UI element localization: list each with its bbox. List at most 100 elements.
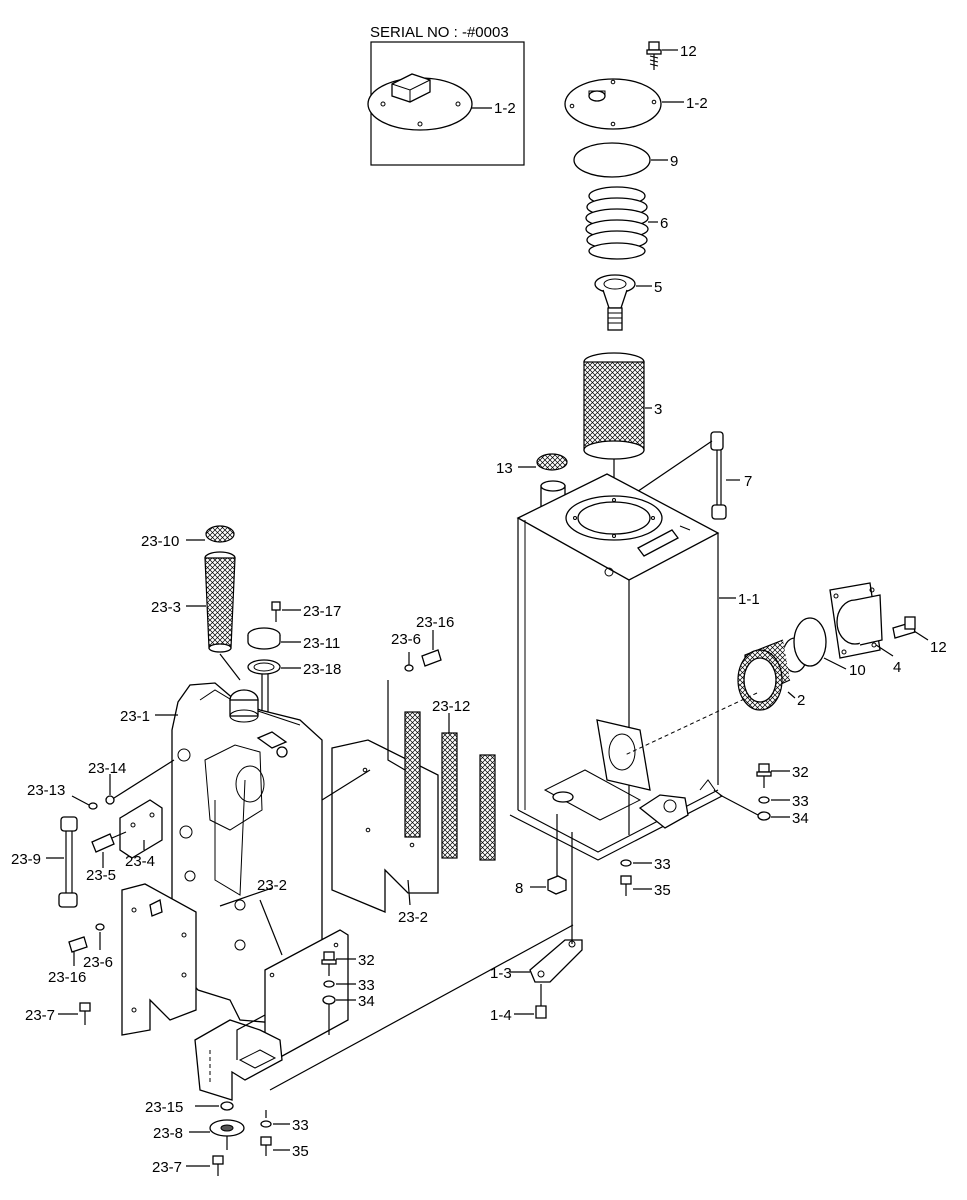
pad-23-12-c [479, 754, 496, 861]
fuel-tank-23-1 [171, 682, 323, 1026]
callout-33-right: 33 [792, 793, 809, 810]
washer-33-left [323, 980, 335, 988]
pad-23-12-b [441, 732, 458, 859]
inset-callout: 1-2 [494, 100, 516, 117]
washer-34-left [322, 995, 336, 1005]
callout-1-1: 1-1 [738, 591, 760, 608]
sender-cap-23-11 [247, 627, 281, 650]
level-gauge-7 [710, 431, 727, 520]
callout-23-9: 23-9 [11, 851, 41, 868]
flange-cover-4 [829, 582, 883, 659]
bolt-32-right [756, 763, 772, 788]
callout-23-15: 23-15 [145, 1099, 183, 1116]
bolt-12-top [646, 41, 662, 70]
bolt-23-16-top [421, 649, 442, 667]
callout-23-11: 23-11 [303, 635, 340, 652]
callout-33-left: 33 [358, 977, 375, 994]
callout-35-bot: 35 [292, 1143, 309, 1160]
level-gauge-23-9 [58, 816, 78, 908]
callout-23-7-top: 23-7 [25, 1007, 55, 1024]
callout-33-mid: 33 [654, 856, 671, 873]
washer-23-13 [88, 802, 98, 810]
bolt-23-7-bot [212, 1155, 224, 1176]
callout-8: 8 [515, 880, 523, 897]
callout-23-7-bot: 23-7 [152, 1159, 182, 1176]
callout-23-12: 23-12 [432, 698, 470, 715]
callout-23-2-left: 23-2 [257, 877, 287, 894]
callout-23-1: 23-1 [120, 708, 150, 725]
callout-23-16-bot: 23-16 [48, 969, 86, 986]
callout-34-left: 34 [358, 993, 375, 1010]
callout-1-4: 1-4 [490, 1007, 512, 1024]
callout-23-4: 23-4 [125, 853, 155, 870]
washer-33-mid [620, 859, 632, 867]
strainer-23-3 [204, 551, 236, 653]
washer-33-bot [260, 1120, 272, 1128]
callout-2: 2 [797, 692, 805, 709]
bracket-23-4 [119, 799, 163, 859]
oring-9 [573, 142, 651, 178]
pad-23-12-a [404, 711, 421, 838]
washer-34-right [757, 811, 771, 821]
callout-3: 3 [654, 401, 662, 418]
callout-9: 9 [670, 153, 678, 170]
plate-23-8 [209, 1119, 245, 1150]
hydraulic-tank-1-1 [509, 473, 724, 861]
inset-title: SERIAL NO : -#0003 [370, 24, 509, 41]
callout-23-18: 23-18 [303, 661, 341, 678]
serial-inset: SERIAL NO : -#0003 1-2 [367, 24, 525, 166]
washer-33-right [758, 796, 770, 804]
callout-5: 5 [654, 279, 662, 296]
bolt-23-16-bot [68, 936, 88, 953]
callout-7: 7 [744, 473, 752, 490]
bracket-1-3 [529, 832, 583, 983]
valve-5 [594, 274, 636, 331]
callout-23-17: 23-17 [303, 603, 341, 620]
callout-23-6-bot: 23-6 [83, 954, 113, 971]
oring-23-14 [105, 795, 115, 805]
strainer-cap-23-10 [205, 525, 235, 543]
callout-23-5: 23-5 [86, 867, 116, 884]
washer-23-6-bot [95, 923, 105, 931]
bolt-23-17 [271, 601, 281, 622]
callout-4: 4 [893, 659, 901, 676]
callout-35-mid: 35 [654, 882, 671, 899]
bolt-32-left [321, 951, 337, 976]
callout-1-2: 1-2 [686, 95, 708, 112]
washer-23-15 [220, 1101, 234, 1111]
callout-12-top: 12 [680, 43, 697, 60]
callout-13: 13 [496, 460, 513, 477]
mounting-bracket-left [121, 883, 197, 1036]
gasket-10 [793, 617, 827, 667]
drain-plug-8 [547, 814, 567, 895]
cover-plate-1-2 [564, 78, 662, 130]
callout-23-13: 23-13 [27, 782, 65, 799]
spring-6 [585, 186, 649, 260]
inset-cover-plate [367, 73, 473, 131]
strainer-3 [583, 352, 645, 518]
bolt-23-7-top [79, 1002, 91, 1025]
callout-23-2-right: 23-2 [398, 909, 428, 926]
callout-33-bot: 33 [292, 1117, 309, 1134]
gasket-23-18 [247, 659, 281, 675]
callout-32-right: 32 [792, 764, 809, 781]
callout-10: 10 [849, 662, 866, 679]
callout-1-3: 1-3 [490, 965, 512, 982]
bolt-35-mid [620, 875, 632, 896]
callout-32-left: 32 [358, 952, 375, 969]
bolt-12-right [892, 616, 916, 639]
callout-34-right: 34 [792, 810, 809, 827]
callout-23-16-top: 23-16 [416, 614, 454, 631]
callout-23-14: 23-14 [88, 760, 126, 777]
callout-6: 6 [660, 215, 668, 232]
callout-23-10: 23-10 [141, 533, 179, 550]
callout-23-6-top: 23-6 [391, 631, 421, 648]
callout-23-8: 23-8 [153, 1125, 183, 1142]
bolt-35-bot [260, 1136, 272, 1156]
washer-23-6-top [404, 664, 414, 672]
callout-23-3: 23-3 [151, 599, 181, 616]
bolt-23-5 [91, 831, 127, 853]
callout-12-right: 12 [930, 639, 947, 656]
bolt-1-4 [535, 984, 547, 1019]
